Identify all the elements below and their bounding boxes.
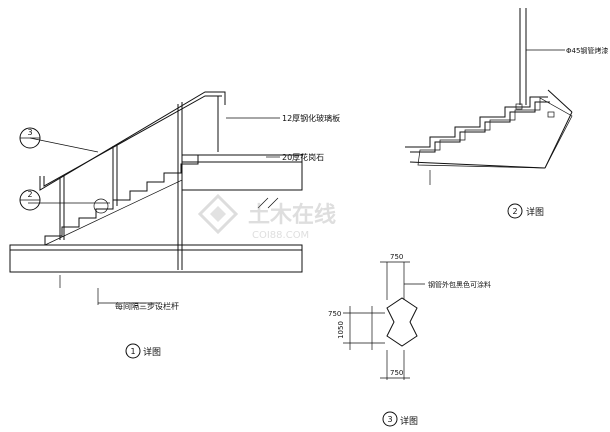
ground-slab [9, 244, 303, 273]
detail-2-title: 详图 [526, 206, 544, 218]
octagon-section [386, 297, 418, 347]
pipe-profile: 750 750 1050 750 钢管外包黑色可涂料 3 详图 [328, 253, 491, 427]
detail-3-number: 3 [387, 415, 392, 424]
railing-note: 每间隔三步设栏杆 [115, 301, 179, 311]
dim-bottom: 750 [390, 369, 403, 377]
step-section: Φ45钢管烤漆 2 详图 [405, 8, 608, 219]
handrail [39, 91, 226, 191]
section-body [417, 97, 573, 169]
pipe-label: Φ45钢管烤漆 [566, 46, 608, 55]
detail-1-number: 1 [130, 347, 135, 356]
granite-label: 20厚花岗石 [282, 152, 324, 162]
detail-2-marker [507, 203, 523, 219]
pipe-wrap-label: 钢管外包黑色可涂料 [428, 280, 491, 289]
watermark-logo-icon [197, 193, 239, 235]
watermark-name: 土木在线 [248, 202, 336, 228]
step-profile [44, 154, 302, 245]
detail-2-number: 2 [512, 207, 517, 216]
watermark-site: COI88.COM [252, 230, 309, 241]
watermark: 土木在线 COI88.COM [197, 193, 336, 241]
glass-label: 12厚钢化玻璃板 [282, 113, 340, 123]
dim-left: 750 [328, 310, 341, 318]
detail-1-title: 详图 [143, 346, 161, 358]
callout-2-text: 2 [27, 190, 32, 199]
section-steps [405, 96, 548, 148]
callout-3-text: 3 [27, 128, 32, 137]
stair-elevation: 3 2 12厚钢化玻璃板 20厚花岗石 每间隔三步设栏杆 1 详图 [9, 91, 340, 359]
detail-1-marker [125, 343, 141, 359]
detail-3-title: 详图 [400, 415, 418, 427]
dim-side: 1050 [337, 321, 345, 339]
detail-3-marker [382, 411, 398, 427]
dim-top: 750 [390, 253, 403, 261]
